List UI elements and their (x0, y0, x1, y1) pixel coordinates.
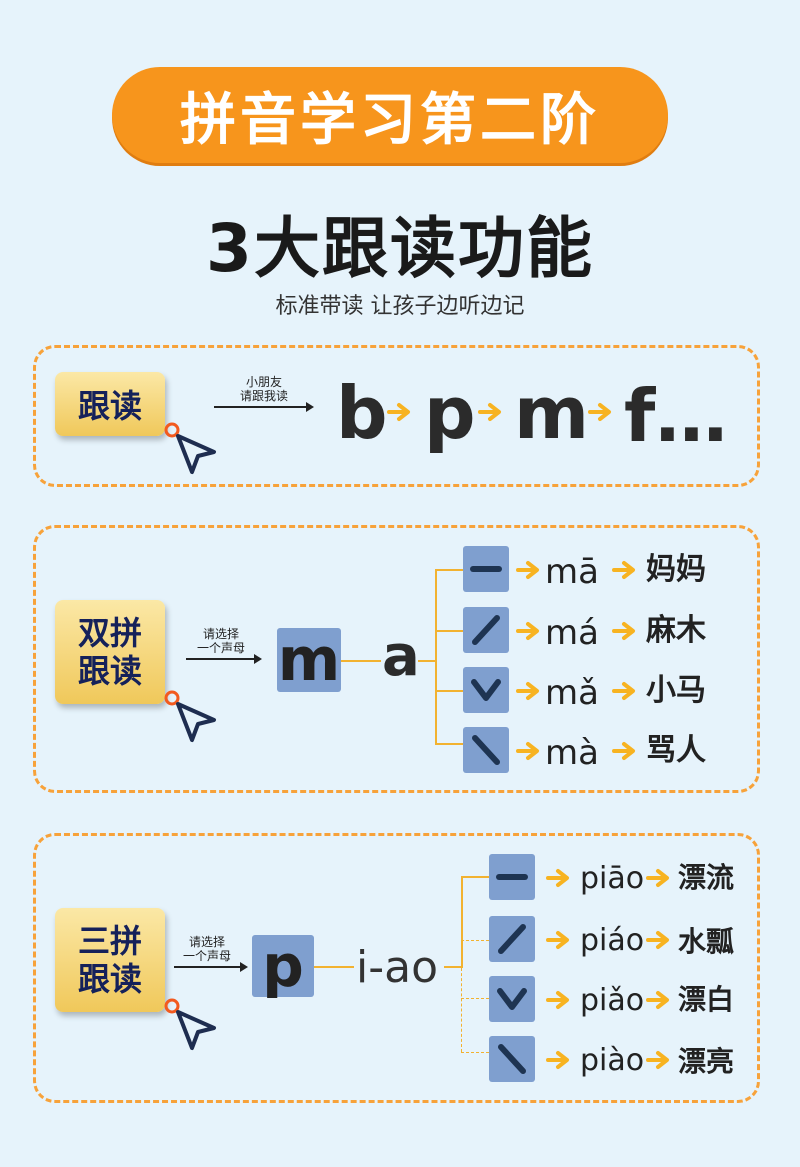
letter-m: m (514, 371, 590, 455)
page-banner: 拼音学习第二阶 (112, 67, 668, 163)
orange-arrow-icon (478, 403, 501, 421)
syllable-text: piào (580, 1043, 645, 1078)
follow-read-panel (33, 345, 760, 487)
follow-read-label: 跟读 (77, 387, 142, 425)
triple-spell-panel (33, 833, 760, 1103)
pointer-arrow (186, 654, 262, 664)
page-subtitle: 标准带读 让孩子边听边记 (275, 294, 525, 319)
note-line-1: 请选择 (202, 627, 239, 641)
note-line-2: 一个声母 (196, 641, 245, 655)
initial-tile[interactable]: p (252, 935, 314, 997)
connector-line (314, 966, 354, 968)
orange-arrow-icon (612, 561, 635, 579)
example-word: 麻木 (646, 613, 706, 648)
syllable-text: piǎo (580, 983, 645, 1018)
initial-tile[interactable]: m (277, 628, 341, 692)
triple-spell-button[interactable]: 三拼 跟读 (55, 908, 165, 1012)
connector-line (418, 660, 436, 662)
page-title: 3大跟读功能 (206, 210, 594, 287)
bracket-line-dashed (461, 968, 462, 1052)
orange-arrow-icon (516, 742, 539, 760)
example-word: 漂亮 (678, 1045, 735, 1078)
triple-spell-label-1: 三拼 (77, 922, 142, 960)
orange-arrow-icon (546, 931, 569, 949)
final-letter: a (382, 624, 420, 689)
flat-tone-icon[interactable] (463, 546, 509, 592)
bracket-branch (461, 998, 489, 999)
connector-line (341, 660, 381, 662)
orange-arrow-icon (612, 622, 635, 640)
orange-arrow-icon (612, 682, 635, 700)
orange-arrow-icon (646, 931, 669, 949)
example-word: 骂人 (646, 733, 706, 768)
initial-letter: p (262, 932, 304, 1000)
example-word: 妈妈 (646, 552, 706, 587)
orange-arrow-icon (546, 869, 569, 887)
pointer-arrow (214, 402, 314, 412)
letter-b: b (336, 371, 388, 455)
example-word: 漂白 (678, 983, 735, 1016)
rising-tone-icon[interactable] (489, 916, 535, 962)
syllable-text: mā (545, 552, 599, 592)
dipping-tone-icon[interactable] (489, 976, 535, 1022)
connector-line (444, 966, 462, 968)
orange-arrow-icon (612, 742, 635, 760)
rising-tone-icon[interactable] (463, 607, 509, 653)
double-spell-label-2: 跟读 (77, 652, 142, 690)
syllable-text: piáo (580, 923, 645, 958)
triple-spell-note: 请选择 一个声母 (172, 935, 242, 963)
pointer-cursor-icon (164, 422, 216, 474)
pointer-cursor-icon (164, 998, 216, 1050)
bracket-line (435, 569, 437, 744)
flat-tone-icon[interactable] (489, 854, 535, 900)
syllable-text: má (545, 613, 599, 653)
bracket-branch (435, 630, 463, 632)
orange-arrow-icon (646, 869, 669, 887)
follow-read-note: 小朋友 请跟我读 (222, 375, 306, 403)
note-line-1: 请选择 (188, 935, 225, 949)
double-spell-note: 请选择 一个声母 (186, 627, 256, 655)
bracket-line (461, 876, 463, 968)
note-line-1: 小朋友 (245, 375, 282, 389)
orange-arrow-icon (387, 403, 410, 421)
orange-arrow-icon (646, 991, 669, 1009)
falling-tone-icon[interactable] (463, 727, 509, 773)
pointer-cursor-icon (164, 690, 216, 742)
bracket-branch (461, 1052, 489, 1053)
syllable-text: mǎ (545, 673, 599, 713)
orange-arrow-icon (646, 1051, 669, 1069)
letter-p: p (424, 371, 476, 455)
example-word: 小马 (646, 673, 706, 708)
orange-arrow-icon (546, 991, 569, 1009)
falling-tone-icon[interactable] (489, 1036, 535, 1082)
double-spell-button[interactable]: 双拼 跟读 (55, 600, 165, 704)
orange-arrow-icon (516, 622, 539, 640)
syllable-text: mà (545, 733, 599, 773)
double-spell-label-1: 双拼 (77, 614, 142, 652)
note-line-2: 请跟我读 (239, 389, 288, 403)
final-letters: i-ao (356, 942, 438, 993)
syllable-text: piāo (580, 861, 645, 896)
pointer-arrow (174, 962, 248, 972)
bracket-branch (435, 743, 463, 745)
initial-letter: m (277, 625, 341, 695)
triple-spell-label-2: 跟读 (77, 960, 142, 998)
follow-read-button[interactable]: 跟读 (55, 372, 165, 436)
bracket-branch (461, 940, 489, 941)
bracket-branch (461, 876, 489, 878)
letter-f-ellipsis: f… (624, 374, 728, 458)
bracket-branch (435, 690, 463, 692)
example-word: 水瓢 (678, 925, 735, 958)
bracket-branch (435, 569, 463, 571)
double-spell-panel (33, 525, 760, 793)
orange-arrow-icon (546, 1051, 569, 1069)
dipping-tone-icon[interactable] (463, 667, 509, 713)
orange-arrow-icon (516, 682, 539, 700)
orange-arrow-icon (588, 403, 611, 421)
note-line-2: 一个声母 (182, 949, 231, 963)
orange-arrow-icon (516, 561, 539, 579)
example-word: 漂流 (678, 861, 735, 894)
